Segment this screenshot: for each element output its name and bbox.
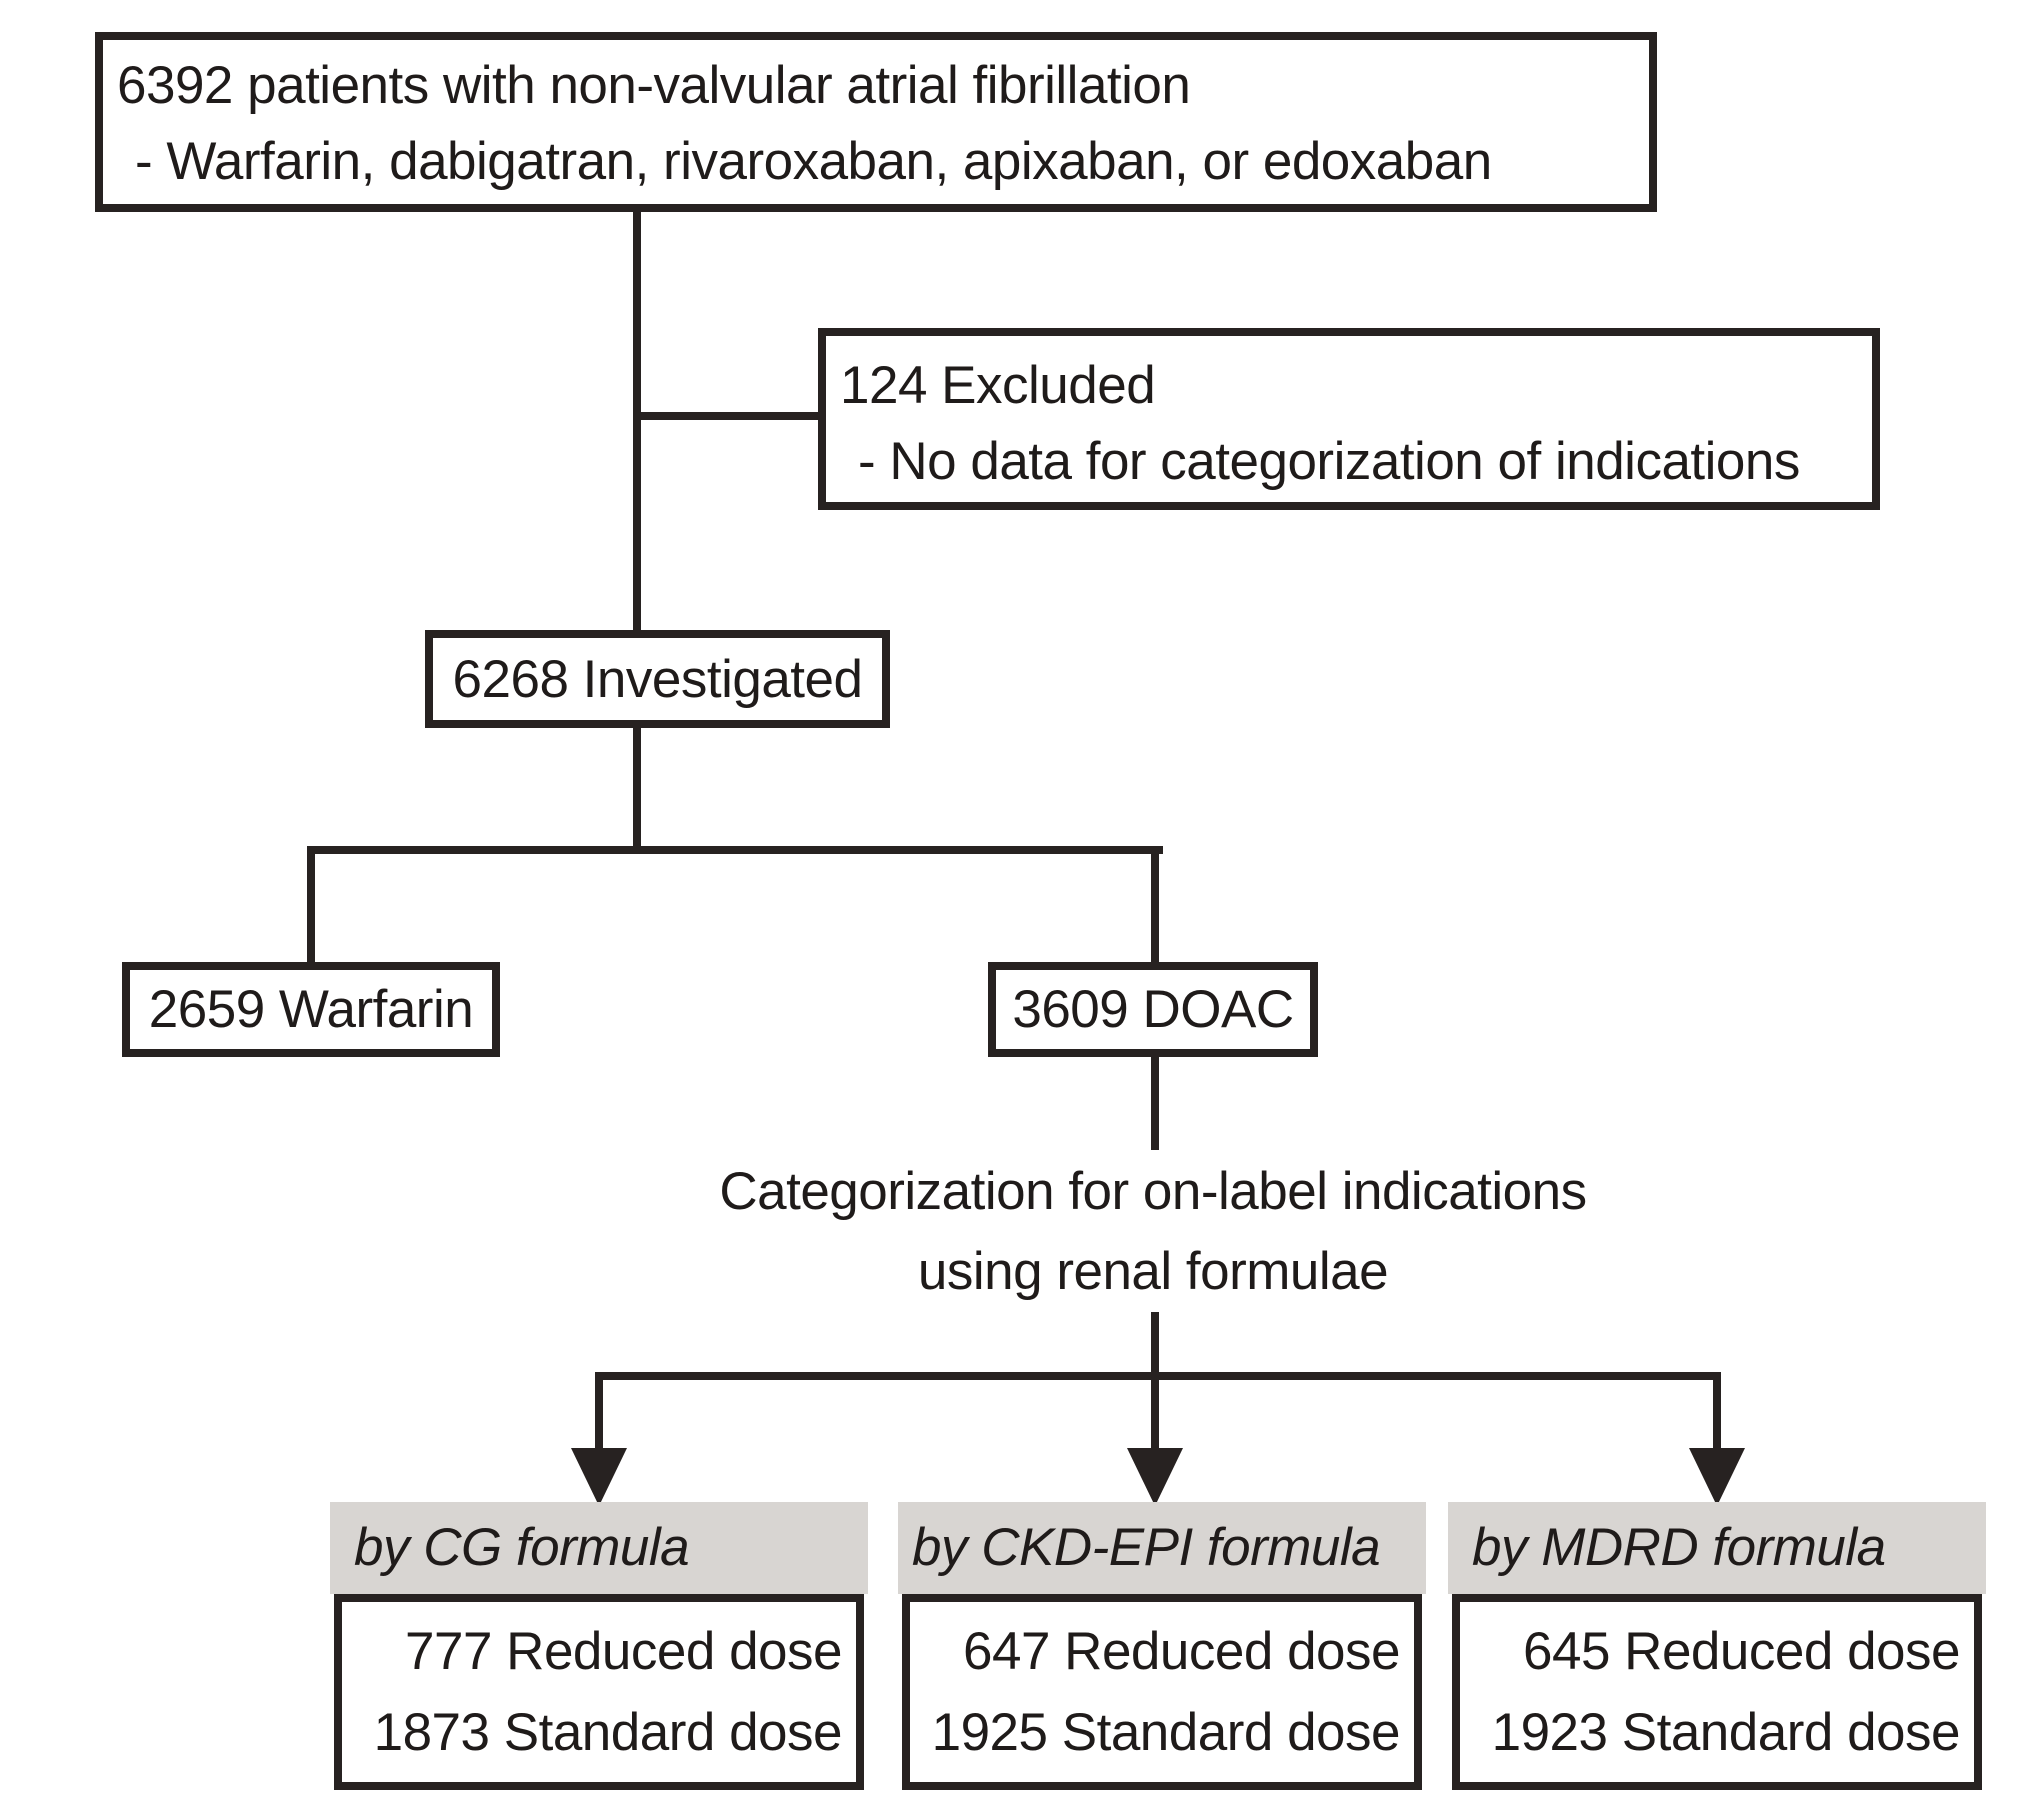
header-cg-formula-label: by CG formula — [354, 1518, 690, 1577]
doac-label: 3609 DOAC — [1012, 980, 1294, 1039]
connector-doac-down — [1151, 1057, 1159, 1150]
ckd-epi-reduced-dose: 647 Reduced dose — [963, 1622, 1400, 1682]
header-mdrd-formula: by MDRD formula — [1448, 1502, 1986, 1594]
header-ckd-epi-formula: by CKD-EPI formula — [898, 1502, 1426, 1594]
excluded-box: 124 Excluded - No data for categorizatio… — [818, 328, 1880, 510]
categorization-note: Categorization for on-label indications … — [653, 1152, 1653, 1312]
connector-stub-mdrd — [1713, 1372, 1721, 1450]
enrollment-count-text: 6392 patients with non-valvular atrial f… — [117, 56, 1191, 115]
dose-box-cg: 777 Reduced dose 1873 Standard dose — [334, 1594, 864, 1790]
connector-to-doac — [1151, 846, 1159, 962]
connector-to-excluded — [641, 412, 818, 420]
warfarin-box: 2659 Warfarin — [122, 962, 500, 1057]
dose-box-ckd-epi: 647 Reduced dose 1925 Standard dose — [902, 1594, 1422, 1790]
connector-top-to-investigated — [633, 210, 641, 634]
connector-split-horizontal — [307, 846, 1163, 854]
cg-reduced-dose: 777 Reduced dose — [405, 1622, 842, 1682]
categorization-note-line1: Categorization for on-label indications — [719, 1162, 1587, 1221]
header-cg-formula: by CG formula — [330, 1502, 868, 1594]
dose-box-mdrd: 645 Reduced dose 1923 Standard dose — [1452, 1594, 1982, 1790]
arrow-down-icon — [1127, 1448, 1183, 1506]
arrow-down-icon — [571, 1448, 627, 1506]
warfarin-label: 2659 Warfarin — [148, 980, 474, 1039]
header-ckd-epi-formula-label: by CKD-EPI formula — [912, 1518, 1381, 1577]
investigated-label: 6268 Investigated — [452, 649, 863, 709]
connector-investigated-down — [633, 728, 641, 852]
cg-standard-dose: 1873 Standard dose — [373, 1702, 843, 1762]
excluded-count-text: 124 Excluded — [840, 356, 1156, 415]
mdrd-standard-dose: 1923 Standard dose — [1491, 1702, 1961, 1762]
connector-stub-ckd-epi — [1151, 1372, 1159, 1450]
arrow-down-icon — [1689, 1448, 1745, 1506]
enrollment-box: 6392 patients with non-valvular atrial f… — [95, 32, 1657, 212]
doac-box: 3609 DOAC — [988, 962, 1318, 1057]
investigated-box: 6268 Investigated — [425, 630, 890, 728]
excluded-reason-text: - No data for categorization of indicati… — [858, 432, 1800, 491]
mdrd-reduced-dose: 645 Reduced dose — [1523, 1622, 1960, 1682]
header-mdrd-formula-label: by MDRD formula — [1472, 1518, 1886, 1577]
enrollment-drugs-text: - Warfarin, dabigatran, rivaroxaban, api… — [135, 132, 1492, 191]
connector-note-down — [1151, 1312, 1159, 1376]
ckd-epi-standard-dose: 1925 Standard dose — [931, 1702, 1401, 1762]
categorization-note-line2: using renal formulae — [917, 1242, 1389, 1301]
connector-to-warfarin — [307, 846, 315, 962]
connector-stub-cg — [595, 1372, 603, 1450]
